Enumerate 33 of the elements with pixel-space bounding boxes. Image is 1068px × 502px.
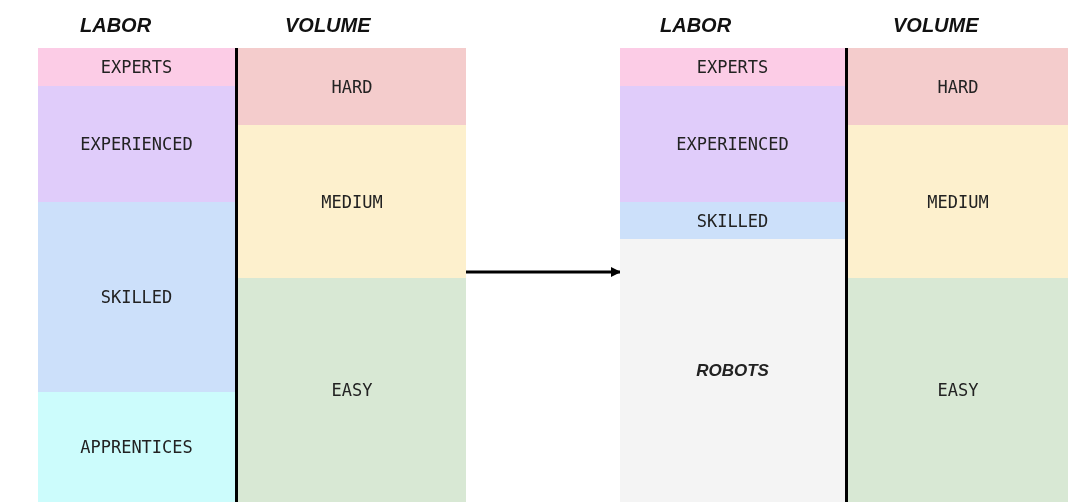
volume-band [848,125,1068,278]
volume-band [848,278,1068,502]
band-label: EASY [937,380,979,400]
column-header: LABOR [80,14,152,37]
band-label: ROBOTS [696,360,769,381]
band-label: SKILLED [696,210,769,231]
band-label: HARD [331,76,373,97]
arrow [466,267,621,277]
labor-band [38,202,235,392]
volume-band [238,125,466,278]
band-label: MEDIUM [927,191,989,212]
band-label: MEDIUM [321,191,383,212]
column-header: LABOR [660,14,732,37]
labor-band [38,86,235,202]
band-label: SKILLED [100,287,173,307]
volume-band [238,48,466,125]
labor-band [620,202,845,239]
band-label: EXPERIENCED [80,134,193,154]
band-label: EASY [331,380,373,400]
column-header: VOLUME [893,14,979,37]
column-header: VOLUME [285,14,371,37]
band-label: EXPERTS [100,57,173,77]
volume-band [848,48,1068,125]
labor-band [620,48,845,86]
robot-band [620,239,845,502]
labor-band [38,48,235,86]
band-label: EXPERIENCED [676,134,789,154]
band-label: EXPERTS [696,57,769,77]
band-label: APPRENTICES [80,437,193,457]
labor-band [38,392,235,502]
band-label: HARD [937,76,979,97]
labor-band [620,86,845,202]
volume-band [238,278,466,502]
